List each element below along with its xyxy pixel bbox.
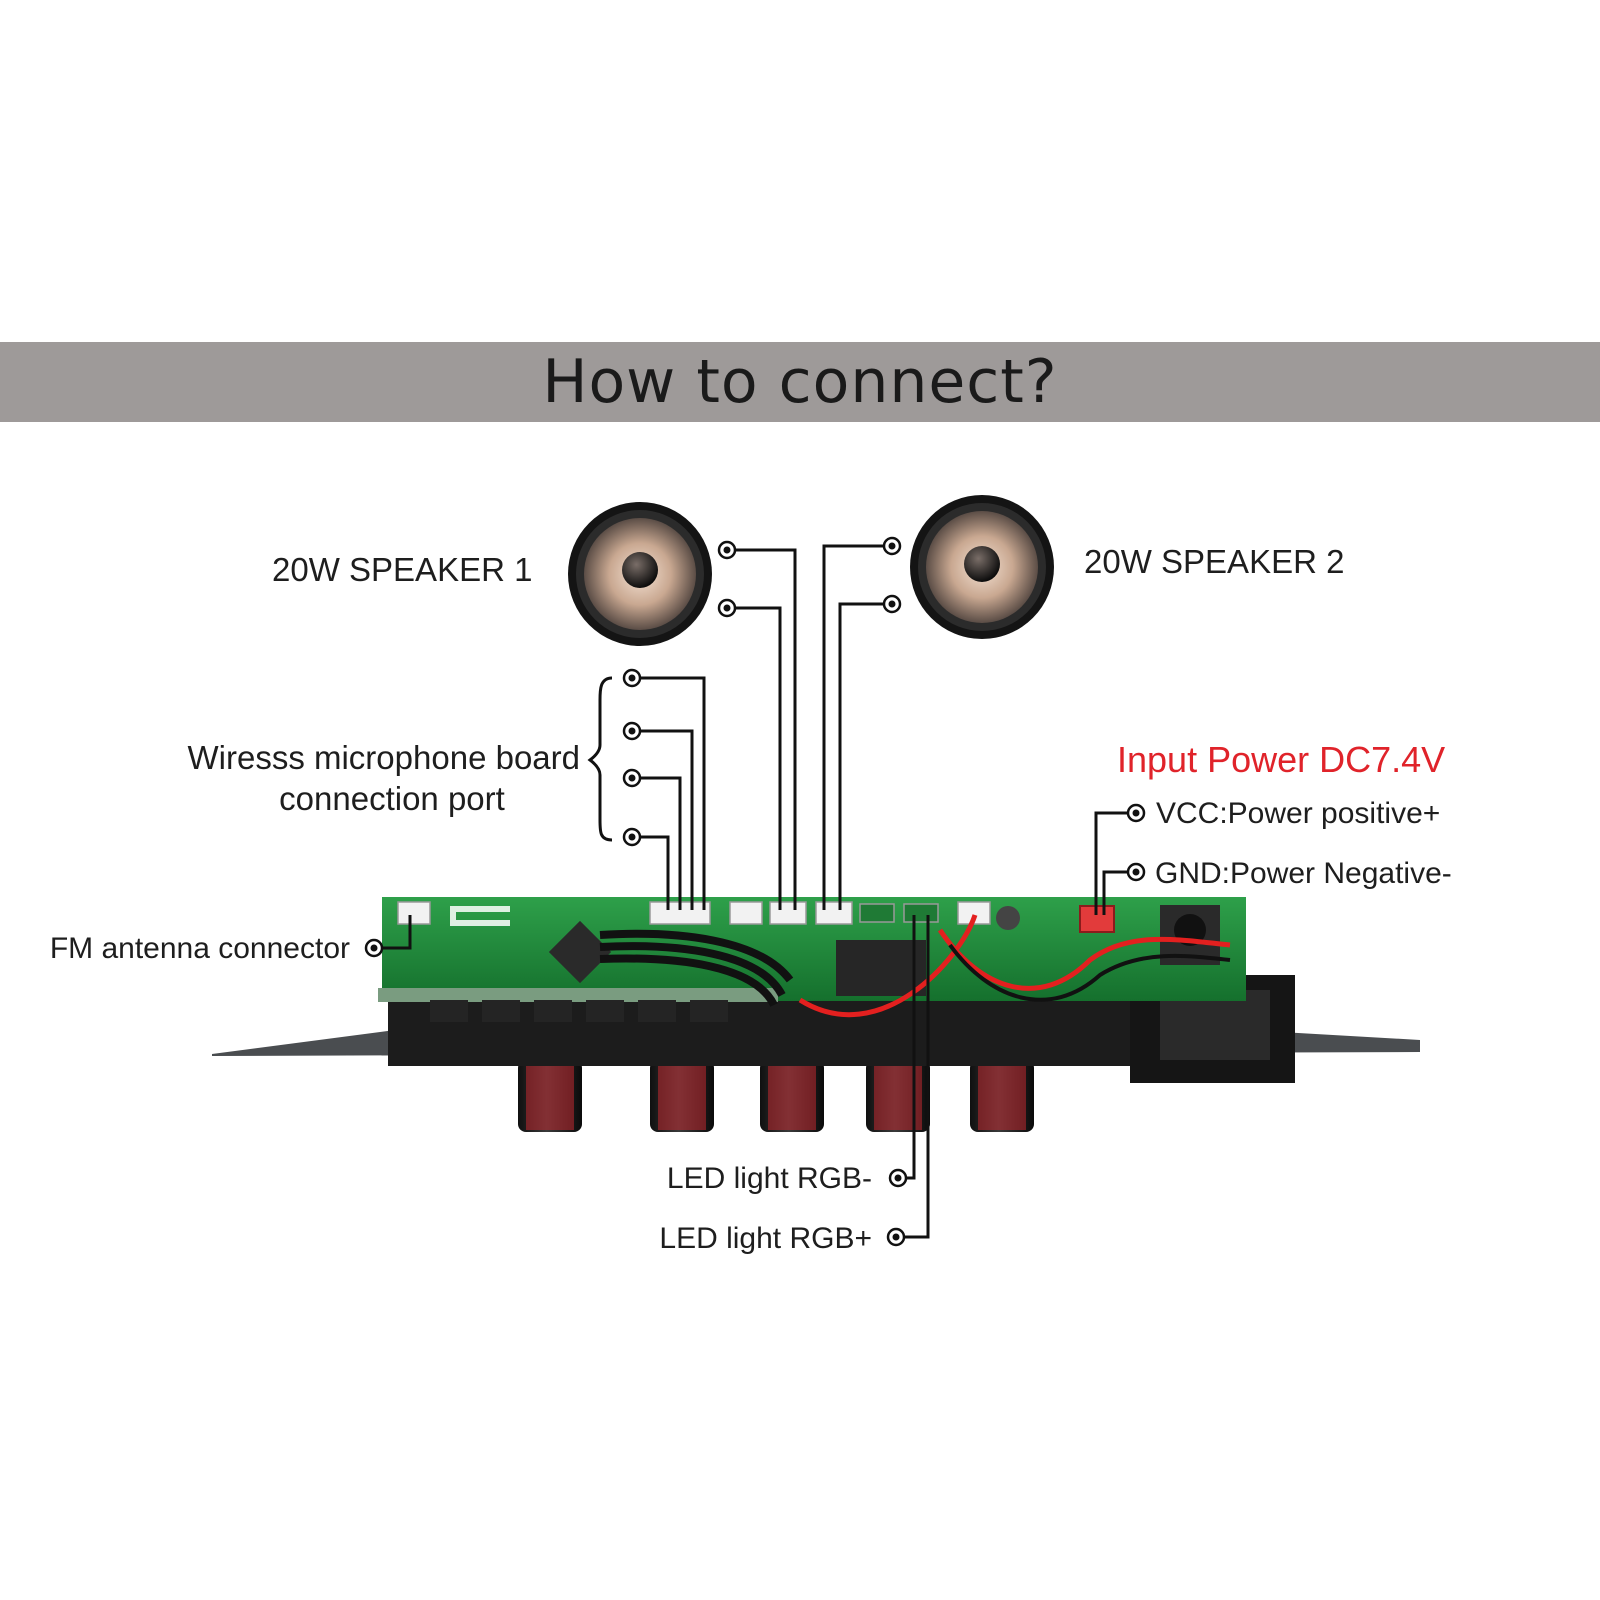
speaker-1-label: 20W SPEAKER 1 bbox=[272, 551, 532, 588]
led-minus-label: LED light RGB- bbox=[667, 1162, 872, 1195]
terminal-fm bbox=[364, 938, 384, 958]
speaker-wires bbox=[727, 544, 892, 910]
terminals bbox=[364, 536, 1146, 1247]
terminal-speaker2-a bbox=[882, 536, 902, 556]
speaker-2-label: 20W SPEAKER 2 bbox=[1084, 543, 1344, 580]
terminal-mic-4 bbox=[622, 827, 642, 847]
terminal-mic-1 bbox=[622, 668, 642, 688]
fm-antenna-wire bbox=[376, 915, 412, 950]
microphone-bracket bbox=[587, 676, 613, 842]
terminal-speaker1-b bbox=[717, 598, 737, 618]
terminal-mic-2 bbox=[622, 721, 642, 741]
gnd-label: GND:Power Negative- bbox=[1155, 857, 1452, 890]
power-wires bbox=[1094, 811, 1136, 915]
terminal-speaker2-b bbox=[882, 594, 902, 614]
fm-antenna-label: FM antenna connector bbox=[50, 932, 350, 965]
terminal-led-minus bbox=[888, 1168, 908, 1188]
terminal-led-plus bbox=[886, 1227, 906, 1247]
terminal-gnd bbox=[1126, 862, 1146, 882]
microphone-wires bbox=[632, 676, 706, 910]
speaker-1-image bbox=[568, 502, 712, 646]
microphone-label-line2: connection port bbox=[279, 780, 505, 817]
terminal-speaker1-a bbox=[717, 540, 737, 560]
title-banner: How to connect? bbox=[0, 342, 1600, 422]
page-title: How to connect? bbox=[542, 347, 1058, 417]
terminal-vcc bbox=[1126, 803, 1146, 823]
microphone-label-line1: Wiresss microphone board bbox=[188, 739, 581, 776]
input-power-label: Input Power DC7.4V bbox=[1117, 739, 1445, 780]
volume-knobs bbox=[518, 1060, 1034, 1132]
vcc-label: VCC:Power positive+ bbox=[1156, 797, 1440, 830]
front-panel bbox=[388, 975, 1295, 1083]
speaker-2-image bbox=[910, 495, 1054, 639]
pcb-board bbox=[378, 897, 1246, 1022]
led-plus-label: LED light RGB+ bbox=[659, 1222, 872, 1255]
terminal-mic-3 bbox=[622, 768, 642, 788]
